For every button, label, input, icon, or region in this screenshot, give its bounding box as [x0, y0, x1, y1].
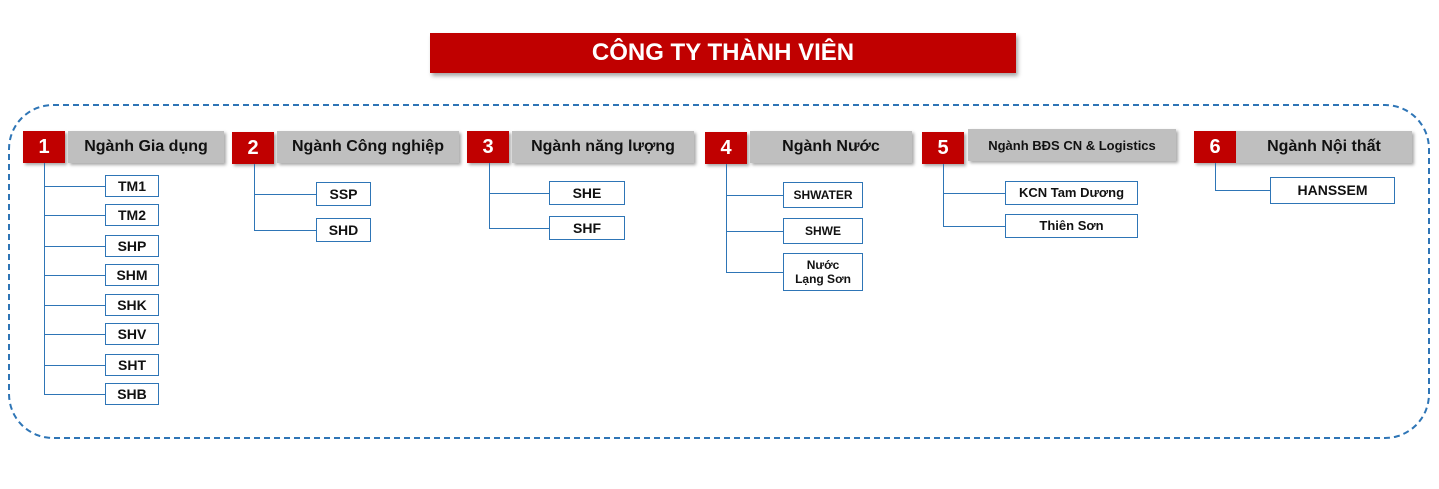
connector [44, 246, 105, 247]
group-4-number: 4 [705, 132, 747, 164]
group-6-header: Ngành Nội thất [1236, 131, 1412, 163]
connector [44, 334, 105, 335]
member-box: SHWATER [783, 182, 863, 208]
member-box: SHK [105, 294, 159, 316]
member-box: SHV [105, 323, 159, 345]
connector [726, 195, 783, 196]
group-1-trunk [44, 163, 45, 394]
group-6-number: 6 [1194, 131, 1236, 163]
group-frame [8, 104, 1430, 439]
connector [44, 275, 105, 276]
connector [943, 193, 1005, 194]
connector [44, 305, 105, 306]
group-3-number: 3 [467, 131, 509, 163]
connector [489, 228, 549, 229]
member-box: Nước Lạng Sơn [783, 253, 863, 291]
member-box: Thiên Sơn [1005, 214, 1138, 238]
connector [44, 215, 105, 216]
member-box: SHM [105, 264, 159, 286]
member-box: SHT [105, 354, 159, 376]
member-box: TM2 [105, 204, 159, 226]
connector [1215, 190, 1270, 191]
connector [44, 186, 105, 187]
group-3-header: Ngành năng lượng [512, 131, 694, 163]
member-box: SHP [105, 235, 159, 257]
connector [726, 231, 783, 232]
member-box: SHE [549, 181, 625, 205]
member-box: SHD [316, 218, 371, 242]
group-4-trunk [726, 164, 727, 272]
connector [943, 226, 1005, 227]
connector [726, 272, 783, 273]
group-6-trunk [1215, 163, 1216, 190]
group-5-number: 5 [922, 132, 964, 164]
member-box: KCN Tam Dương [1005, 181, 1138, 205]
group-1-header: Ngành Gia dụng [68, 131, 224, 163]
group-2-trunk [254, 164, 255, 230]
connector [489, 193, 549, 194]
connector [44, 394, 105, 395]
connector [44, 365, 105, 366]
member-box: SHWE [783, 218, 863, 244]
connector [254, 194, 316, 195]
group-3-trunk [489, 163, 490, 228]
group-1-number: 1 [23, 131, 65, 163]
member-box: SSP [316, 182, 371, 206]
group-5-header: Ngành BĐS CN & Logistics [968, 129, 1176, 161]
member-box: HANSSEM [1270, 177, 1395, 204]
diagram-title: CÔNG TY THÀNH VIÊN [430, 33, 1016, 73]
group-2-number: 2 [232, 132, 274, 164]
group-4-header: Ngành Nước [750, 131, 912, 163]
member-box: SHB [105, 383, 159, 405]
group-2-header: Ngành Công nghiệp [277, 131, 459, 163]
group-5-trunk [943, 164, 944, 226]
member-box: TM1 [105, 175, 159, 197]
connector [254, 230, 316, 231]
member-box: SHF [549, 216, 625, 240]
